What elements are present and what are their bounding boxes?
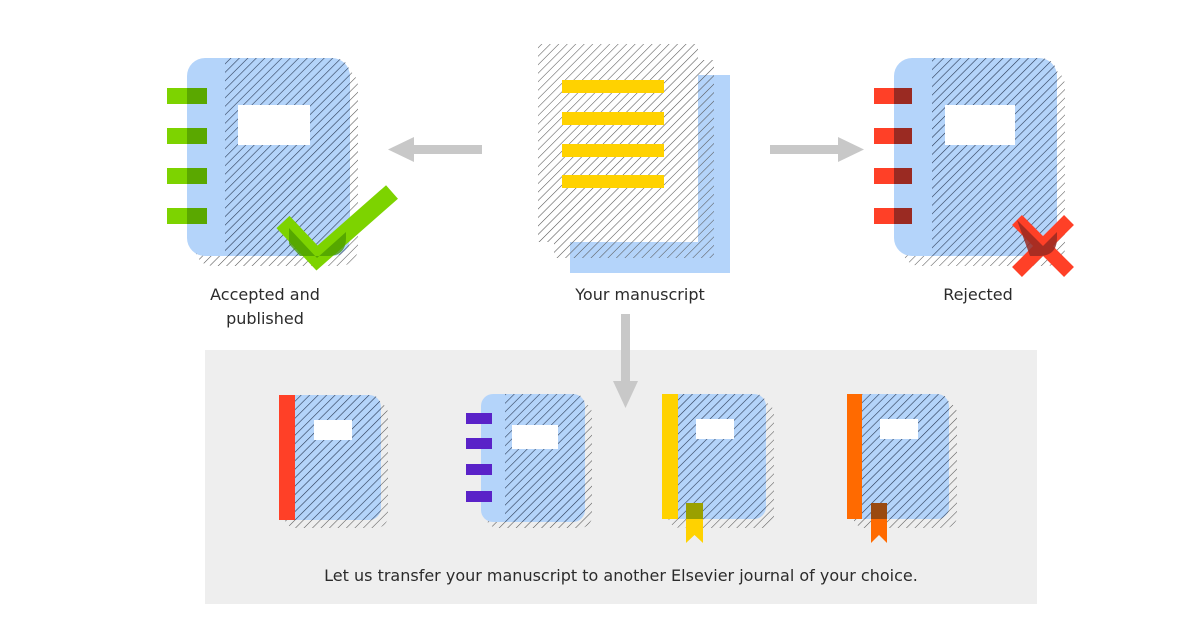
rejected-journal-icon	[874, 58, 1065, 266]
rejected-caption: Rejected	[943, 285, 1013, 304]
transfer-caption: Let us transfer your manuscript to anoth…	[324, 566, 918, 585]
accepted-journal-icon	[167, 58, 358, 266]
journal-yellow-spine-icon	[662, 394, 774, 543]
manuscript-icon	[538, 44, 730, 273]
journal-purple-rings-icon	[466, 394, 592, 528]
manuscript-caption: Your manuscript	[575, 285, 705, 304]
journal-orange-spine-icon	[847, 394, 957, 543]
x-mark-icon	[1012, 215, 1074, 277]
journal-red-spine-icon	[279, 395, 388, 528]
checkmark-icon	[276, 185, 398, 271]
arrow-down	[613, 314, 638, 408]
accepted-caption: Accepted and published	[210, 285, 320, 328]
arrow-right	[770, 137, 864, 162]
arrow-left	[388, 137, 482, 162]
